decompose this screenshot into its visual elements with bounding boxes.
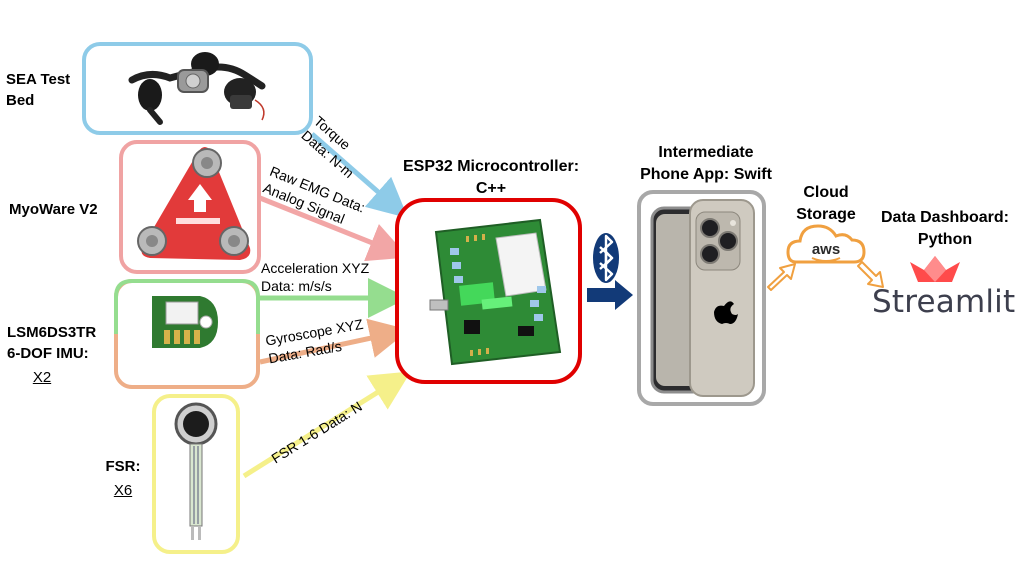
phone-box (637, 190, 766, 406)
cloud-title: Cloud Storage (796, 184, 856, 223)
emg-arrow (259, 195, 409, 262)
phone-title: Intermediate Phone App: Swift (640, 144, 772, 183)
sea-test-bed-label: SEA Test Bed (6, 71, 71, 109)
myoware-box (119, 140, 261, 274)
sea-test-bed-image (128, 52, 266, 125)
fsr-box (152, 394, 240, 554)
mcu-title: ESP32 Microcontroller: C++ (402, 158, 580, 197)
gyro-arrow (259, 318, 410, 365)
bluetooth-transfer-arrow (587, 280, 633, 310)
imu-board-image (152, 296, 218, 348)
esp32-board-image (429, 218, 562, 366)
mcu-box (395, 198, 582, 384)
imu-count: X2 (32, 369, 52, 386)
torque-arrow (310, 132, 409, 219)
cloud-to-dashboard-arrow (857, 261, 884, 288)
myoware-label: MyoWare V2 (9, 201, 98, 218)
streamlit-logo-icon (910, 256, 960, 282)
dashboard-title: Data Dashboard: Python (880, 209, 1010, 248)
accel-data-label: Acceleration XYZ Data: m/s/s (261, 260, 370, 294)
fsr-label: FSR: X6 (101, 456, 145, 501)
aws-cloud-icon: aws (786, 224, 866, 264)
bluetooth-icon (593, 233, 619, 283)
aws-cloud-label: aws (812, 241, 840, 258)
imu-label: LSM6DS3TR 6-DOF IMU: X2 (7, 324, 97, 386)
fsr-arrow (242, 371, 411, 479)
myoware-sensor-image (137, 146, 251, 260)
iphone-image (650, 199, 755, 397)
phone-to-cloud-arrow (767, 263, 796, 291)
imu-box (114, 279, 260, 389)
sea-test-bed-box (82, 42, 313, 135)
streamlit-logo-text: Streamlit (872, 284, 1016, 320)
fsr-count: X6 (113, 482, 133, 499)
fsr-sensor-image (174, 402, 218, 540)
